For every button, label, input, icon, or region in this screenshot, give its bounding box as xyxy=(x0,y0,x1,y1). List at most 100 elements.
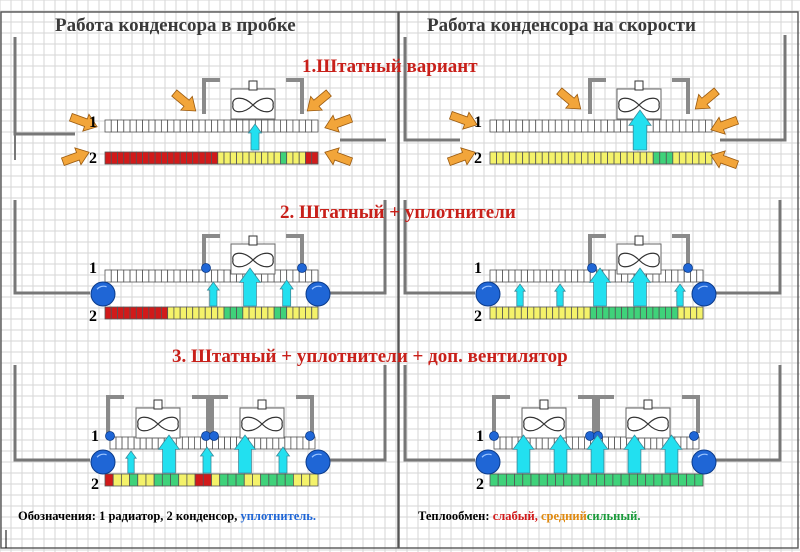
airflow-up-arrow xyxy=(275,446,291,474)
condenser-strip xyxy=(489,473,499,487)
radiator-strip xyxy=(650,436,658,450)
radiator-strip xyxy=(545,269,554,283)
condenser-strip xyxy=(298,306,306,320)
seal-small xyxy=(689,431,699,441)
fan-shroud-left xyxy=(106,395,124,433)
radiator-strip xyxy=(261,119,269,133)
condenser-strip xyxy=(110,306,118,320)
condenser-strip xyxy=(613,151,621,165)
fan-shroud-left xyxy=(492,395,510,433)
condenser-strip xyxy=(219,473,229,487)
right-panel-frame xyxy=(398,11,799,549)
radiator-strip xyxy=(567,119,576,133)
fan-shroud-left xyxy=(202,78,220,114)
condenser-strip xyxy=(514,306,522,320)
condenser-strip xyxy=(496,151,504,165)
fan-shroud-right xyxy=(192,395,210,433)
air-inflow-arrow xyxy=(710,150,740,170)
condenser-strip xyxy=(117,306,125,320)
radiator-strip xyxy=(179,119,187,133)
radiator-strip xyxy=(594,119,602,133)
radiator-strip xyxy=(685,119,693,133)
radiator-strip xyxy=(198,119,206,133)
air-inflow-arrow xyxy=(324,113,354,133)
condenser-strip xyxy=(528,151,537,165)
legend-heat-exchange: Теплообмен: слабый, среднийсильный. xyxy=(418,509,640,524)
air-inflow-arrow-shape xyxy=(694,87,720,110)
radiator-strip xyxy=(496,119,504,133)
condenser-strip xyxy=(186,151,194,165)
condenser-strip xyxy=(495,306,503,320)
radiator-strip xyxy=(535,119,543,133)
condenser-strip xyxy=(148,306,156,320)
fan-shroud-right xyxy=(672,78,690,114)
condenser-strip xyxy=(652,306,660,320)
condenser-strip xyxy=(683,306,691,320)
condenser-strip xyxy=(694,473,704,487)
condenser-strip xyxy=(515,151,524,165)
radiator-strip xyxy=(186,119,194,133)
fan-blades-icon xyxy=(523,416,565,432)
condenser-strip xyxy=(202,473,212,487)
condenser-strip xyxy=(179,306,187,320)
airflow-up-arrow xyxy=(125,450,137,474)
condenser-strip xyxy=(567,151,576,165)
section-2-title: 2. Штатный + уплотнители xyxy=(280,202,516,223)
radiator-strip xyxy=(217,269,225,283)
condenser-strip xyxy=(646,306,654,320)
condenser-strip xyxy=(571,473,581,487)
fan-shroud-left xyxy=(210,395,228,433)
condenser-strip xyxy=(548,151,556,165)
condenser-strip xyxy=(686,473,696,487)
radiator-strip xyxy=(696,269,704,283)
airflow-up-arrow xyxy=(554,283,566,307)
radiator-strip xyxy=(192,269,200,283)
legend-designations: Обозначения: 1 радиатор, 2 конденсор, уп… xyxy=(18,509,316,524)
fan-blades-icon xyxy=(137,416,179,432)
radiator-strip xyxy=(613,119,621,133)
fan-motor xyxy=(248,80,258,91)
air-inflow-arrow xyxy=(324,147,354,167)
radiator-strip xyxy=(160,269,169,283)
radiator-strip xyxy=(665,269,673,283)
condenser-strip xyxy=(705,151,713,165)
condenser-strip xyxy=(167,151,175,165)
condenser-strip xyxy=(192,306,200,320)
radiator-strip xyxy=(142,119,150,133)
radiator-strip xyxy=(133,436,141,450)
radiator-strip xyxy=(104,269,112,283)
condenser-strip xyxy=(120,473,130,487)
airflow-up-arrow xyxy=(247,123,263,151)
airflow-up-arrow xyxy=(628,109,652,151)
fan-motor xyxy=(643,399,653,410)
radiator-strip xyxy=(311,119,319,133)
heading-traffic-jam: Работа конденсора в пробке xyxy=(55,15,296,36)
condenser-strip xyxy=(137,473,147,487)
radiator-strip xyxy=(211,119,219,133)
radiator-strip xyxy=(620,119,628,133)
condenser-strip xyxy=(273,151,281,165)
radiator-strip xyxy=(505,436,513,450)
condenser-strip xyxy=(497,473,507,487)
condenser-label: 2 xyxy=(91,476,99,493)
condenser-strip xyxy=(104,306,112,320)
airflow-up-arrow xyxy=(514,283,526,307)
condenser-strip xyxy=(646,151,654,165)
airflow-up-arrow xyxy=(199,446,215,474)
radiator-strip xyxy=(522,119,530,133)
radiator-label: 1 xyxy=(91,428,99,445)
condenser-strip xyxy=(236,151,244,165)
radiator-strip xyxy=(154,269,162,283)
condenser-strip xyxy=(633,151,641,165)
condenser-strip xyxy=(669,473,679,487)
body-wall-right xyxy=(712,365,782,462)
seal-large xyxy=(90,449,116,475)
air-inflow-arrow xyxy=(68,112,98,132)
radiator-strip xyxy=(148,119,156,133)
radiator-strip xyxy=(292,269,300,283)
condenser-strip xyxy=(153,473,163,487)
condenser-strip xyxy=(242,151,250,165)
air-inflow-arrow-shape xyxy=(171,89,197,112)
air-inflow-arrow xyxy=(694,87,720,110)
condenser-strip xyxy=(267,306,275,320)
